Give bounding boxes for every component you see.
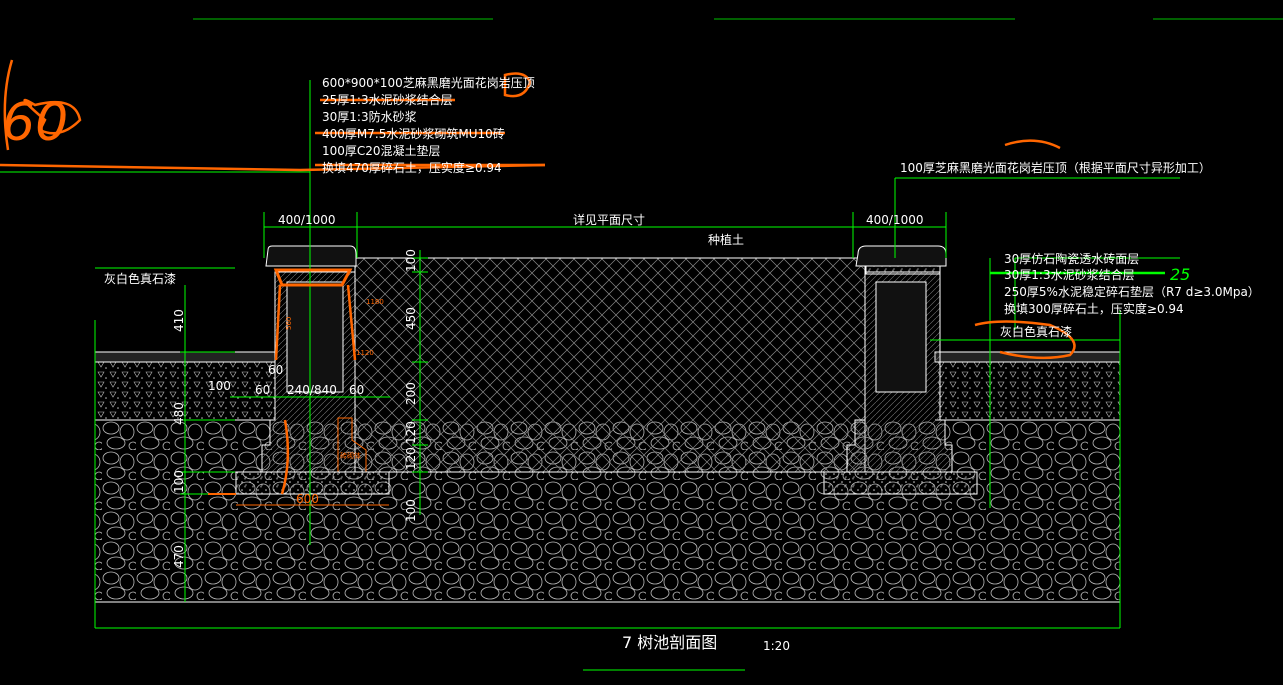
right-callout: 30厚仿石陶瓷透水砖面层 30厚1:3水泥砂浆结合层 250厚5%水泥稳定碎石垫… xyxy=(1000,251,1260,339)
dimension-lines xyxy=(0,80,1180,671)
left-paint-label: 灰白色真石漆 xyxy=(104,271,176,286)
callout-right-top: 100厚芝麻黑磨光面花岗岩压顶（根据平面尺寸异形加工） xyxy=(900,160,1211,175)
dim-left-410: 410 xyxy=(172,309,186,332)
dim-top-left: 400/1000 xyxy=(278,213,336,227)
dim-bottom-240: 240/840 xyxy=(287,383,337,397)
planting-soil-label: 种植土 xyxy=(708,232,744,247)
callout-right-4: 换填300厚碎石土，压实度≥0.94 xyxy=(1004,301,1184,316)
left-callout: 600*900*100芝麻黑磨光面花岗岩压顶 25厚1:3水泥砂浆结合层 30厚… xyxy=(322,75,535,175)
dim-left-480: 480 xyxy=(172,402,186,425)
callout-right-5: 灰白色真石漆 xyxy=(1000,324,1072,339)
small-label-brick: 砖砌体 xyxy=(340,451,361,460)
dim-bottom-600: 600 xyxy=(296,492,319,506)
dim-top-right: 400/1000 xyxy=(866,213,924,227)
small-label-560: 560 xyxy=(285,317,293,330)
small-label-1180: 1180 xyxy=(366,298,384,306)
right-tree-pit-wall xyxy=(823,245,978,495)
dim-inner-100b: 100 xyxy=(404,499,418,522)
dim-inner-450: 450 xyxy=(404,307,418,330)
markup-60: 60 xyxy=(2,93,68,153)
dim-inner-120a: 120 xyxy=(404,421,418,444)
dim-top-center: 详见平面尺寸 xyxy=(573,212,645,227)
dim-inner-200: 200 xyxy=(404,382,418,405)
dim-inner-100a: 100 xyxy=(404,249,418,272)
dim-bottom-60b: 60 xyxy=(349,383,364,397)
callout-left-5: 100厚C20混凝土垫层 xyxy=(322,143,441,158)
callout-left-1: 600*900*100芝麻黑磨光面花岗岩压顶 xyxy=(322,75,535,90)
callout-left-6: 换填470厚碎石土，压实度≥0.94 xyxy=(322,160,502,175)
callout-right-2: 30厚1:3水泥砂浆结合层 xyxy=(1004,267,1135,282)
callout-left-4: 400厚M7.5水泥砂浆砌筑MU10砖 xyxy=(322,126,505,141)
callout-left-2: 25厚1:3水泥砂浆结合层 xyxy=(322,92,453,107)
callout-right-3: 250厚5%水泥稳定碎石垫层（R7 d≥3.0Mpa） xyxy=(1004,284,1260,299)
dim-bottom-60a: 60 xyxy=(255,383,270,397)
dim-bottom-100: 100 xyxy=(208,379,231,393)
dim-bottom-60c: 60 xyxy=(268,363,283,377)
drawing-title: 7 树池剖面图 xyxy=(622,633,717,652)
dim-left-470: 470 xyxy=(172,545,186,568)
review-markup xyxy=(0,59,1076,506)
markup-25: 25 xyxy=(1170,265,1190,284)
small-label-1120: 1120 xyxy=(356,349,374,357)
drawing-scale: 1:20 xyxy=(763,639,790,653)
dim-inner-120b: 120 xyxy=(404,447,418,470)
callout-left-3: 30厚1:3防水砂浆 xyxy=(322,109,417,124)
dim-left-100: 100 xyxy=(172,470,186,493)
planting-soil-area xyxy=(354,257,866,473)
callout-right-1: 30厚仿石陶瓷透水砖面层 xyxy=(1004,251,1139,266)
